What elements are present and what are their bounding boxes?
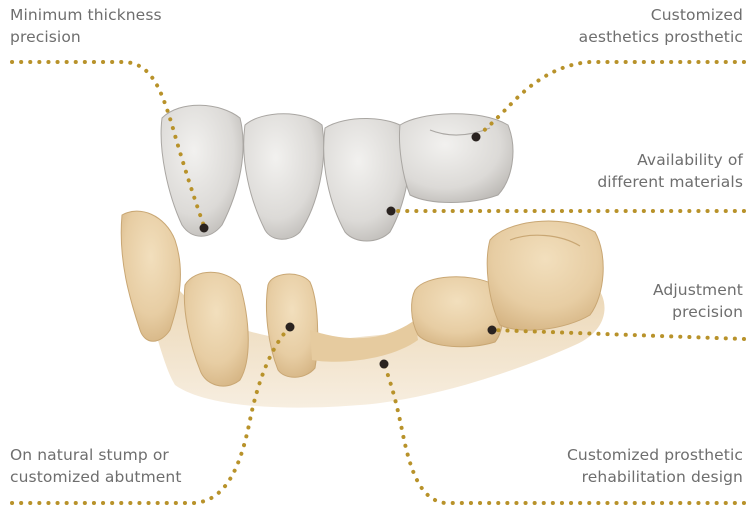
callout-line-2: aesthetics prosthetic — [579, 26, 743, 48]
callout-line-1: Customized prosthetic — [567, 444, 743, 466]
marker-dot — [472, 133, 481, 142]
marker-dot — [286, 323, 295, 332]
callout-line-1: On natural stump or — [10, 444, 182, 466]
callout-line-2: customized abutment — [10, 466, 182, 488]
marker-dot — [387, 207, 396, 216]
callout-line-2: different materials — [597, 171, 743, 193]
callout-line-2: precision — [10, 26, 162, 48]
callout-customized-aesthetics: Customized aesthetics prosthetic — [579, 4, 743, 48]
callout-line-1: Availability of — [597, 149, 743, 171]
callout-line-1: Customized — [579, 4, 743, 26]
callout-rehabilitation-design: Customized prosthetic rehabilitation des… — [567, 444, 743, 488]
marker-dot — [488, 326, 497, 335]
callout-line-aesthetics — [476, 62, 744, 137]
crown-molar — [399, 114, 512, 203]
callout-materials: Availability of different materials — [597, 149, 743, 193]
callout-line-1: Adjustment — [653, 279, 743, 301]
callout-line-2: rehabilitation design — [567, 466, 743, 488]
crown-incisor — [161, 105, 243, 236]
callout-natural-stump: On natural stump or customized abutment — [10, 444, 182, 488]
crown-canine — [244, 114, 324, 240]
callout-line-2: precision — [653, 301, 743, 323]
marker-dot — [200, 224, 209, 233]
model-tooth — [121, 211, 180, 341]
callout-line-1: Minimum thickness — [10, 4, 162, 26]
callout-adjustment: Adjustment precision — [653, 279, 743, 323]
callout-minimum-thickness: Minimum thickness precision — [10, 4, 162, 48]
marker-dot — [380, 360, 389, 369]
model-molar — [487, 221, 603, 330]
crown-premolar — [324, 118, 410, 241]
crown-bridge — [161, 105, 513, 241]
